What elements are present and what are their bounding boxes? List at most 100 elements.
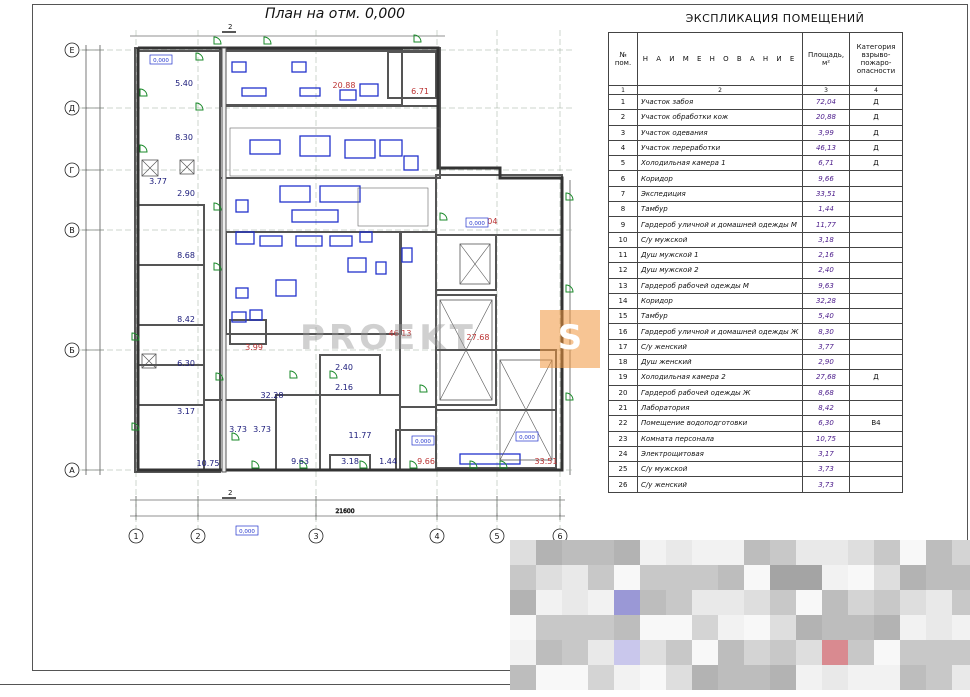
axis-bubble-row <box>64 462 80 478</box>
blur-tile <box>796 665 822 690</box>
cell-area: 9,66 <box>802 170 850 187</box>
cell-num: 24 <box>608 445 638 463</box>
cell-cat: Д <box>849 155 903 172</box>
header-index-4: 4 <box>849 85 903 95</box>
room-area-label: 11.77 <box>349 431 372 440</box>
cell-area: 1,44 <box>802 201 850 218</box>
room-area-label: 3.99 <box>245 343 263 352</box>
blur-tile <box>666 540 692 565</box>
equipment-item <box>403 155 419 171</box>
cell-name: Холодильная камера 2 <box>637 369 803 386</box>
wall-rect <box>221 49 403 106</box>
cell-num: 4 <box>608 139 638 157</box>
blur-tile <box>562 590 588 615</box>
cell-name: С/у мужской <box>637 461 803 478</box>
work-zone-outline <box>229 127 441 177</box>
axis-label-col: 2 <box>195 532 200 541</box>
blur-tile <box>874 665 900 690</box>
equipment-item <box>319 185 361 203</box>
cell-area: 33,51 <box>802 185 850 203</box>
axis-bubble-row <box>64 222 80 238</box>
blur-tile <box>770 615 796 640</box>
blur-tile <box>614 565 640 590</box>
blur-tile <box>848 615 874 640</box>
blur-tile <box>562 615 588 640</box>
blur-tile <box>692 665 718 690</box>
wall-rect <box>319 354 381 396</box>
blur-tile <box>536 590 562 615</box>
door-swing <box>565 284 574 293</box>
cell-num: 17 <box>608 338 638 356</box>
blur-tile <box>718 615 744 640</box>
blur-tile <box>692 565 718 590</box>
blur-tile <box>796 640 822 665</box>
equipment-item <box>375 261 387 275</box>
blur-tile <box>640 590 666 615</box>
level-mark-box <box>235 525 259 536</box>
cell-area: 20,88 <box>802 109 850 126</box>
level-mark-box <box>515 431 539 442</box>
header-num: № пом. <box>608 32 638 86</box>
blur-tile <box>900 640 926 665</box>
cell-cat <box>849 216 903 233</box>
axis-label-row: Г <box>70 166 75 175</box>
equipment-item <box>347 257 367 273</box>
cell-area: 8,42 <box>802 399 850 417</box>
blur-tile <box>770 665 796 690</box>
blur-tile <box>770 565 796 590</box>
section-mark-label: 2 <box>228 489 232 497</box>
room-area-label: 46.13 <box>389 329 412 338</box>
corridor-wall <box>221 47 227 473</box>
header-name: Н А И М Е Н О В А Н И Е <box>637 32 803 86</box>
blur-tile <box>744 540 770 565</box>
cell-num: 6 <box>608 170 638 187</box>
equipment <box>141 61 553 465</box>
cell-name: Душ женский <box>637 354 803 371</box>
cell-cat <box>849 201 903 218</box>
cell-area: 3,18 <box>802 231 850 248</box>
blur-tile <box>562 665 588 690</box>
blur-tile <box>614 590 640 615</box>
axis-bubble-row <box>64 162 80 178</box>
blur-tile <box>900 665 926 690</box>
wall-rect <box>435 234 497 291</box>
cell-num: 13 <box>608 277 638 294</box>
work-zone-outline <box>357 187 429 227</box>
axis-label-col: 3 <box>313 532 318 541</box>
plan-title: План на отм. 0,000 <box>264 6 406 22</box>
cell-cat <box>849 399 903 417</box>
cell-name: С/у женский <box>637 338 803 356</box>
cell-cat <box>849 262 903 279</box>
cell-name: Душ мужской 2 <box>637 262 803 279</box>
door-swing <box>131 422 140 431</box>
room-area-label: 27.68 <box>467 333 490 342</box>
blur-tile <box>822 615 848 640</box>
cell-area: 27,68 <box>802 369 850 386</box>
room-area-label: 20.88 <box>333 81 356 90</box>
blur-tile <box>640 665 666 690</box>
cell-name: Тамбур <box>637 201 803 218</box>
cell-cat: В4 <box>849 415 903 432</box>
blur-tile <box>874 565 900 590</box>
room-area-label: 8.68 <box>177 251 195 260</box>
room-area-label: 1.44 <box>379 457 397 466</box>
cell-num: 19 <box>608 369 638 386</box>
blur-tile <box>874 590 900 615</box>
equipment-item <box>299 87 321 97</box>
equipment-item <box>231 61 247 73</box>
door-swing <box>289 370 298 379</box>
cell-area: 3,77 <box>802 338 850 356</box>
room-area-label: 8.30 <box>175 133 193 142</box>
blur-tile <box>848 590 874 615</box>
explication-table: № пом. Н А И М Е Н О В А Н И Е Площадь, … <box>608 32 903 493</box>
cell-name: Коридор <box>637 292 803 310</box>
blur-tile <box>614 615 640 640</box>
equipment-item <box>299 135 331 157</box>
fixture-cross <box>499 359 553 461</box>
blur-tile <box>822 540 848 565</box>
